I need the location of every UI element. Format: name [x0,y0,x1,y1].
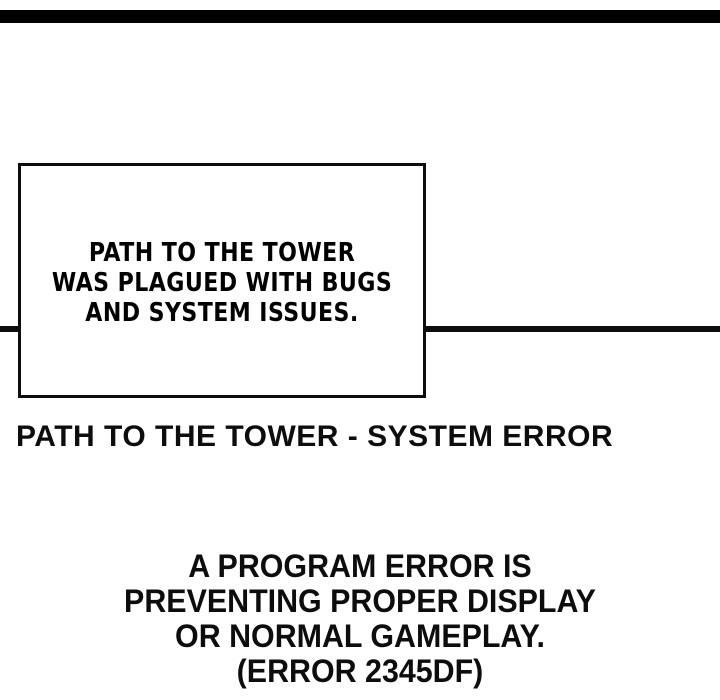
error-message-line: A PROGRAM ERROR IS [188,548,532,584]
error-message: A PROGRAM ERROR IS PREVENTING PROPER DIS… [18,549,702,689]
narration-box: PATH TO THE TOWER WAS PLAGUED WITH BUGS … [18,163,426,398]
narration-line: AND SYSTEM ISSUES. [85,298,359,328]
error-message-line: PREVENTING PROPER DISPLAY [124,583,596,619]
narration-text: PATH TO THE TOWER WAS PLAGUED WITH BUGS … [51,238,393,328]
error-message-line: (ERROR 2345DF) [236,653,484,689]
narration-line: PATH TO THE TOWER [88,238,356,268]
top-panel-border [0,10,720,23]
system-error-title: PATH TO THE TOWER - SYSTEM ERROR [16,420,614,453]
narration-line: WAS PLAGUED WITH BUGS [51,268,393,298]
error-message-line: OR NORMAL GAMEPLAY. [175,618,545,654]
